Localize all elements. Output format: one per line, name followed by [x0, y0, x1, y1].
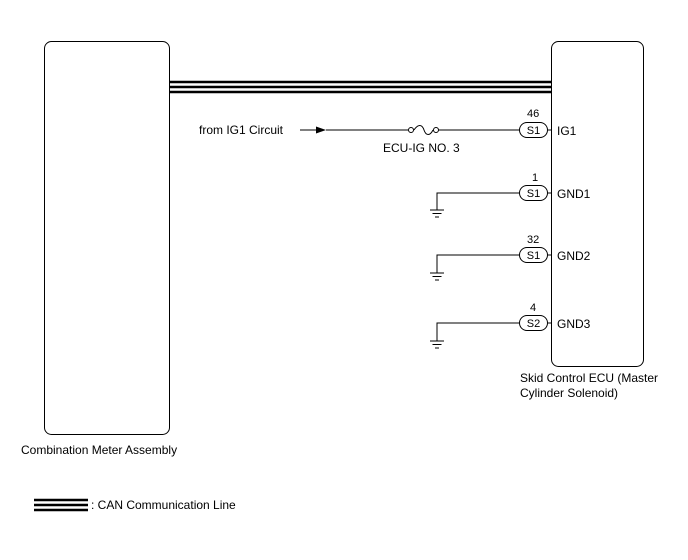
connector-badge: S1: [519, 247, 548, 263]
ground-icon: [430, 272, 444, 281]
combination-meter-label: Combination Meter Assembly: [21, 443, 177, 457]
ig1-source-label: from IG1 Circuit: [199, 123, 284, 137]
fuse-icon: [408, 125, 439, 135]
pin-number-46: 46: [527, 108, 539, 120]
pin-number-1: 1: [532, 172, 538, 184]
signal-gnd1: GND1: [557, 187, 591, 201]
connector-badge: S1: [519, 185, 548, 201]
skid-control-ecu-label-line1: Skid Control ECU (Master: [520, 371, 658, 385]
svg-text:S1: S1: [527, 188, 540, 200]
signal-gnd2: GND2: [557, 249, 591, 263]
ground-icon: [430, 209, 444, 218]
signal-ig1: IG1: [557, 124, 577, 138]
legend-can-line-symbol: [34, 498, 88, 512]
connector-badge: S2: [519, 315, 548, 331]
skid-control-ecu-label-line2: Cylinder Solenoid): [520, 386, 618, 400]
arrow-right-icon: [300, 126, 326, 134]
gnd3-wire: [436, 322, 519, 341]
pin-number-32: 32: [527, 234, 539, 246]
connector-badge: S1: [519, 122, 548, 138]
skid-control-ecu-box: [551, 41, 644, 367]
svg-text:S2: S2: [527, 318, 540, 330]
gnd2-wire: [436, 254, 519, 273]
can-communication-line: [170, 80, 551, 94]
combination-meter-box: [44, 41, 170, 435]
signal-gnd3: GND3: [557, 317, 591, 331]
pin-number-4: 4: [530, 302, 536, 314]
fuse-label: ECU-IG NO. 3: [383, 141, 460, 155]
ground-icon: [430, 340, 444, 349]
svg-text:S1: S1: [527, 250, 540, 262]
legend-can-line-label: : CAN Communication Line: [91, 498, 236, 512]
gnd1-wire: [436, 192, 519, 210]
svg-text:S1: S1: [527, 125, 540, 137]
